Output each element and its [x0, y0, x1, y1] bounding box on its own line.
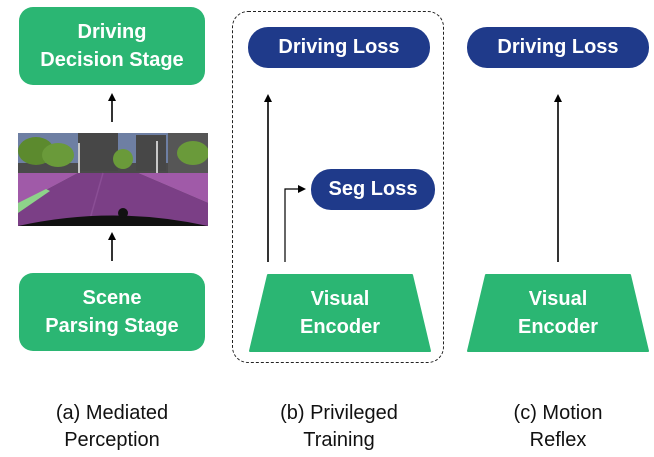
driving-loss-box-b: Driving Loss [248, 27, 430, 68]
privileged-training-frame [232, 11, 444, 363]
caption-a-line2: Perception [64, 429, 160, 451]
visual-encoder-shape-c [467, 274, 649, 352]
scene-parsing-line1: Scene [82, 287, 142, 309]
caption-c-line2: Reflex [529, 429, 587, 451]
driving-loss-label-c: Driving Loss [497, 36, 619, 58]
caption-a-line1: (a) Mediated [55, 402, 169, 424]
visual-encoder-label-b: Visual Encoder [248, 285, 432, 341]
driving-loss-box-c: Driving Loss [467, 27, 649, 68]
caption-c-line1: (c) Motion [513, 402, 603, 424]
scene-parsing-line2: Parsing Stage [45, 315, 179, 337]
driving-decision-stage-box: Driving Decision Stage [19, 7, 205, 85]
visual-encoder-c-line1: Visual [528, 288, 588, 310]
segmented-scene-image [18, 133, 208, 226]
caption-b-line2: Training [303, 429, 375, 451]
driving-loss-label-b: Driving Loss [278, 36, 400, 58]
caption-a: (a) Mediated Perception [19, 400, 205, 454]
visual-encoder-shape-b [249, 274, 431, 352]
visual-encoder-label-c: Visual Encoder [466, 285, 650, 341]
visual-encoder-c-line2: Encoder [517, 316, 599, 338]
driving-decision-line1: Driving [77, 21, 147, 43]
visual-encoder-b-line1: Visual [310, 288, 370, 310]
visual-encoder-b-line2: Encoder [299, 316, 381, 338]
driving-decision-line2: Decision Stage [40, 49, 184, 71]
caption-b-line1: (b) Privileged [280, 402, 398, 424]
caption-c: (c) Motion Reflex [466, 400, 650, 454]
seg-loss-box: Seg Loss [311, 169, 435, 210]
caption-b: (b) Privileged Training [236, 400, 442, 454]
scene-parsing-stage-box: Scene Parsing Stage [19, 273, 205, 351]
seg-loss-label: Seg Loss [328, 178, 418, 200]
